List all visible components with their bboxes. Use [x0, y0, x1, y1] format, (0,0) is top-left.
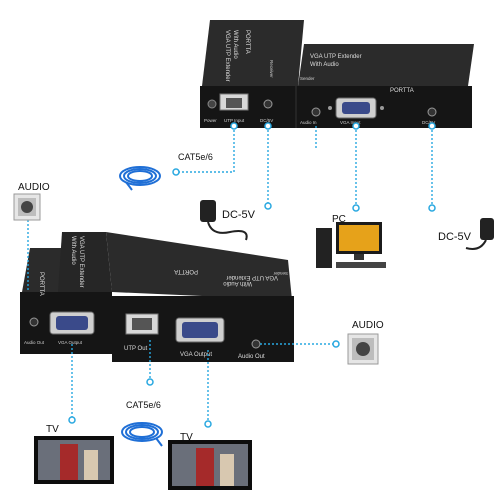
- power-led-icon: [207, 99, 217, 109]
- port-label-dc5v-a: DC/5V: [260, 118, 273, 123]
- port-label-audio-out-left: Audio Out: [24, 340, 45, 345]
- label-cat-top: CAT5e/6: [178, 152, 213, 162]
- label-dc-left: DC-5V: [222, 209, 256, 221]
- label-dc-right: DC-5V: [438, 231, 472, 243]
- bottom-extender-unit: VGA UTP Extender With Audio PORTTA VGA U…: [20, 232, 294, 362]
- top-receiver-subtitle: With Audio: [232, 30, 238, 59]
- label-audio-left: AUDIO: [18, 182, 50, 193]
- tv-icon: [168, 440, 252, 490]
- label-tv-right: TV: [180, 432, 193, 443]
- port-label-vga-output: VGA Output: [180, 352, 212, 358]
- audio-jack-icon: [311, 107, 321, 117]
- bottom-sender-tag: Sender: [273, 271, 288, 276]
- port-label-power: Power: [204, 118, 217, 123]
- connector-lines: [27, 126, 433, 424]
- connector-nodes: [24, 122, 436, 428]
- audio-jack-icon: [29, 317, 39, 327]
- dc-jack-icon: [263, 99, 273, 109]
- top-sender-title: VGA UTP Extender: [310, 54, 362, 60]
- port-label-vga-input: VGA Input: [340, 120, 361, 125]
- label-tv-left: TV: [46, 424, 59, 435]
- bottom-sender-brand: PORTTA: [174, 268, 198, 274]
- tv-icon: [34, 436, 114, 484]
- power-adapter-icon: [465, 218, 494, 250]
- cable-coil-icon: [119, 166, 161, 191]
- label-cat-bottom: CAT5e/6: [126, 400, 161, 410]
- port-label-utp-input: UTP Input: [224, 118, 245, 123]
- port-label-audio-in: Audio In: [300, 120, 317, 125]
- bottom-receiver-subtitle: With Audio: [70, 236, 76, 265]
- speaker-icon: [347, 333, 379, 365]
- label-audio-right: AUDIO: [352, 320, 384, 331]
- top-sender-subtitle: With Audio: [310, 62, 339, 68]
- top-extender-unit: VGA UTP Extender With Audio PORTTA Recei…: [200, 20, 474, 128]
- top-receiver-title: VGA UTP Extender: [224, 30, 230, 82]
- top-receiver-tag: Receiver: [269, 60, 274, 78]
- speaker-icon: [13, 193, 41, 221]
- cable-coil-icon: [121, 422, 163, 447]
- audio-jack-icon: [251, 339, 261, 349]
- port-label-audio-out-right: Audio Out: [238, 354, 265, 360]
- pc-icon: [316, 222, 386, 268]
- dc-jack-icon: [427, 107, 437, 117]
- port-label-utp-out: UTP Out: [124, 346, 148, 352]
- bottom-sender-title: VGA UTP Extender: [226, 274, 278, 280]
- power-adapter-icon: [200, 200, 248, 241]
- top-receiver-brand: PORTTA: [244, 30, 250, 54]
- port-label-vga-output-left: VGA Output: [58, 340, 83, 345]
- bottom-sender-subtitle: With Audio: [223, 280, 252, 286]
- port-label-dc5v-b: DC/5V: [422, 120, 435, 125]
- top-sender-tag: Sender: [300, 76, 315, 81]
- bottom-receiver-brand: PORTTA: [38, 272, 44, 296]
- label-pc: PC: [332, 214, 346, 225]
- bottom-receiver-title: VGA UTP Extender: [78, 236, 84, 288]
- top-sender-brand: PORTTA: [390, 88, 414, 94]
